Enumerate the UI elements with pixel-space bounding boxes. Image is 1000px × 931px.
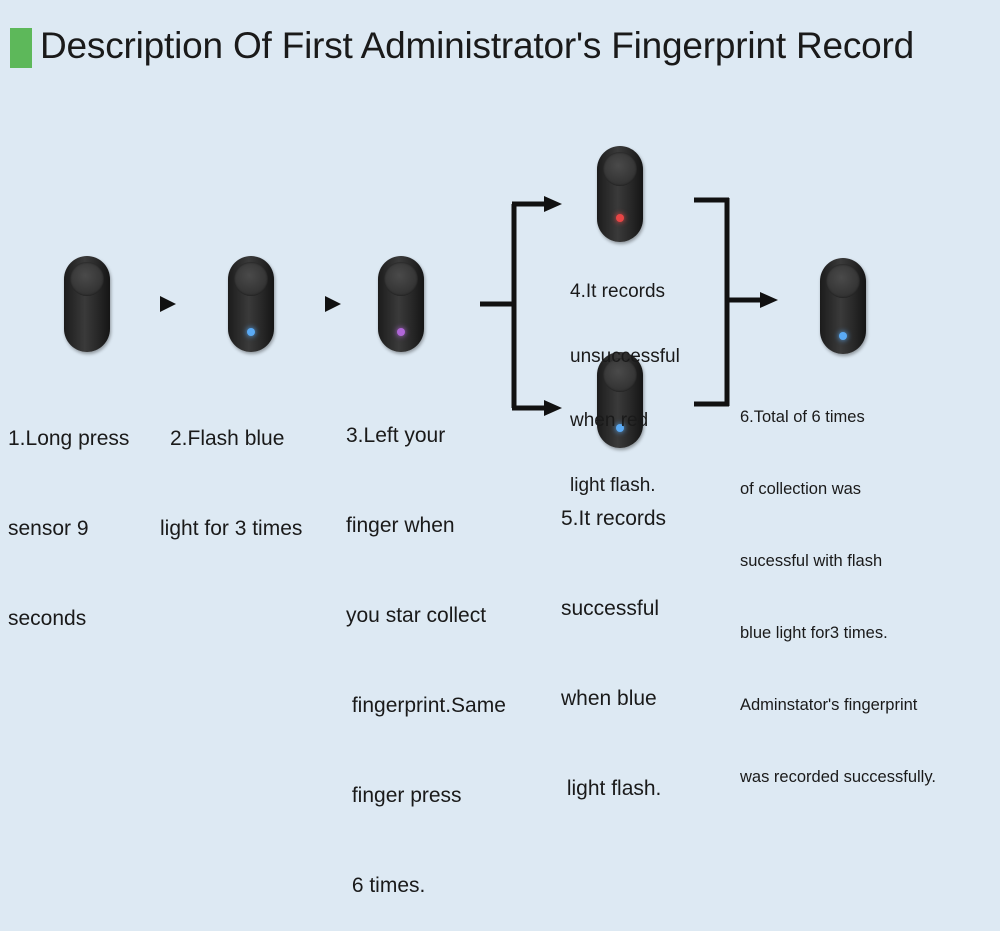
fingerprint-sensor-icon-step-5	[597, 352, 643, 448]
arrow-to-step4	[544, 196, 562, 212]
arrow-2-to-3	[325, 296, 341, 312]
step-5-line: light flash.	[561, 777, 662, 800]
step-1-line: sensor 9	[8, 517, 89, 540]
step-4-label: 4.It records unsuccessful when red light…	[570, 238, 680, 518]
step-3-line: 3.Left your	[346, 424, 446, 447]
blue-led-icon	[616, 424, 624, 432]
flow-connectors	[160, 196, 778, 416]
arrow-to-step6	[760, 292, 778, 308]
sensor-button	[70, 262, 104, 296]
step-6-label: 6.Total of 6 times of collection was suc…	[740, 357, 936, 813]
red-led-icon	[616, 214, 624, 222]
step-3-line: fingerprint.Same	[346, 694, 506, 717]
arrow-to-step5	[544, 400, 562, 416]
step-2-label: 2.Flash blue light for 3 times	[160, 364, 302, 574]
sensor-button	[384, 262, 418, 296]
step-5-line: successful	[561, 597, 660, 620]
purple-led-icon	[397, 328, 405, 336]
step-3-line: you star collect	[346, 604, 487, 627]
fingerprint-sensor-icon-step-3	[378, 256, 424, 352]
step-6-line: was recorded successfully.	[740, 768, 936, 786]
step-3-line: finger when	[346, 514, 455, 537]
fingerprint-sensor-icon-step-4	[597, 146, 643, 242]
step-6-line: sucessful with flash	[740, 552, 883, 570]
sensor-button	[826, 264, 860, 298]
blue-led-icon	[839, 332, 847, 340]
fingerprint-sensor-icon-step-6	[820, 258, 866, 354]
title-accent-bar	[10, 28, 32, 68]
fingerprint-sensor-icon-step-1	[64, 256, 110, 352]
fingerprint-sensor-icon-step-2	[228, 256, 274, 352]
step-3-line: finger press	[346, 784, 462, 807]
sensor-button	[234, 262, 268, 296]
step-6-line: Adminstator's fingerprint	[740, 696, 918, 714]
step-2-line: 2.Flash blue	[170, 427, 285, 450]
step-5-label: 5.It records successful when blue light …	[561, 444, 666, 834]
step-2-line: light for 3 times	[160, 517, 303, 540]
step-4-line: 4.It records	[570, 281, 666, 302]
step-6-line: blue light for3 times.	[740, 624, 888, 642]
step-1-line: 1.Long press	[8, 427, 130, 450]
step-1-label: 1.Long press sensor 9 seconds	[8, 364, 129, 664]
sensor-button	[603, 358, 637, 392]
step-4-line: when red	[570, 410, 649, 431]
arrow-1-to-2	[160, 296, 176, 312]
step-6-line: of collection was	[740, 480, 862, 498]
step-4-line: light flash.	[570, 474, 656, 496]
step-6-line: 6.Total of 6 times	[740, 408, 865, 426]
step-5-line: 5.It records	[561, 507, 667, 530]
step-3-label: 3.Left your finger when you star collect…	[346, 361, 506, 931]
blue-led-icon	[247, 328, 255, 336]
sensor-button	[603, 152, 637, 186]
step-4-line: unsuccessful	[570, 345, 680, 367]
step-3-line: 6 times.	[346, 874, 426, 897]
step-5-line: when blue	[561, 687, 657, 710]
step-1-line: seconds	[8, 607, 87, 630]
page-title: Description Of First Administrator's Fin…	[40, 25, 915, 66]
